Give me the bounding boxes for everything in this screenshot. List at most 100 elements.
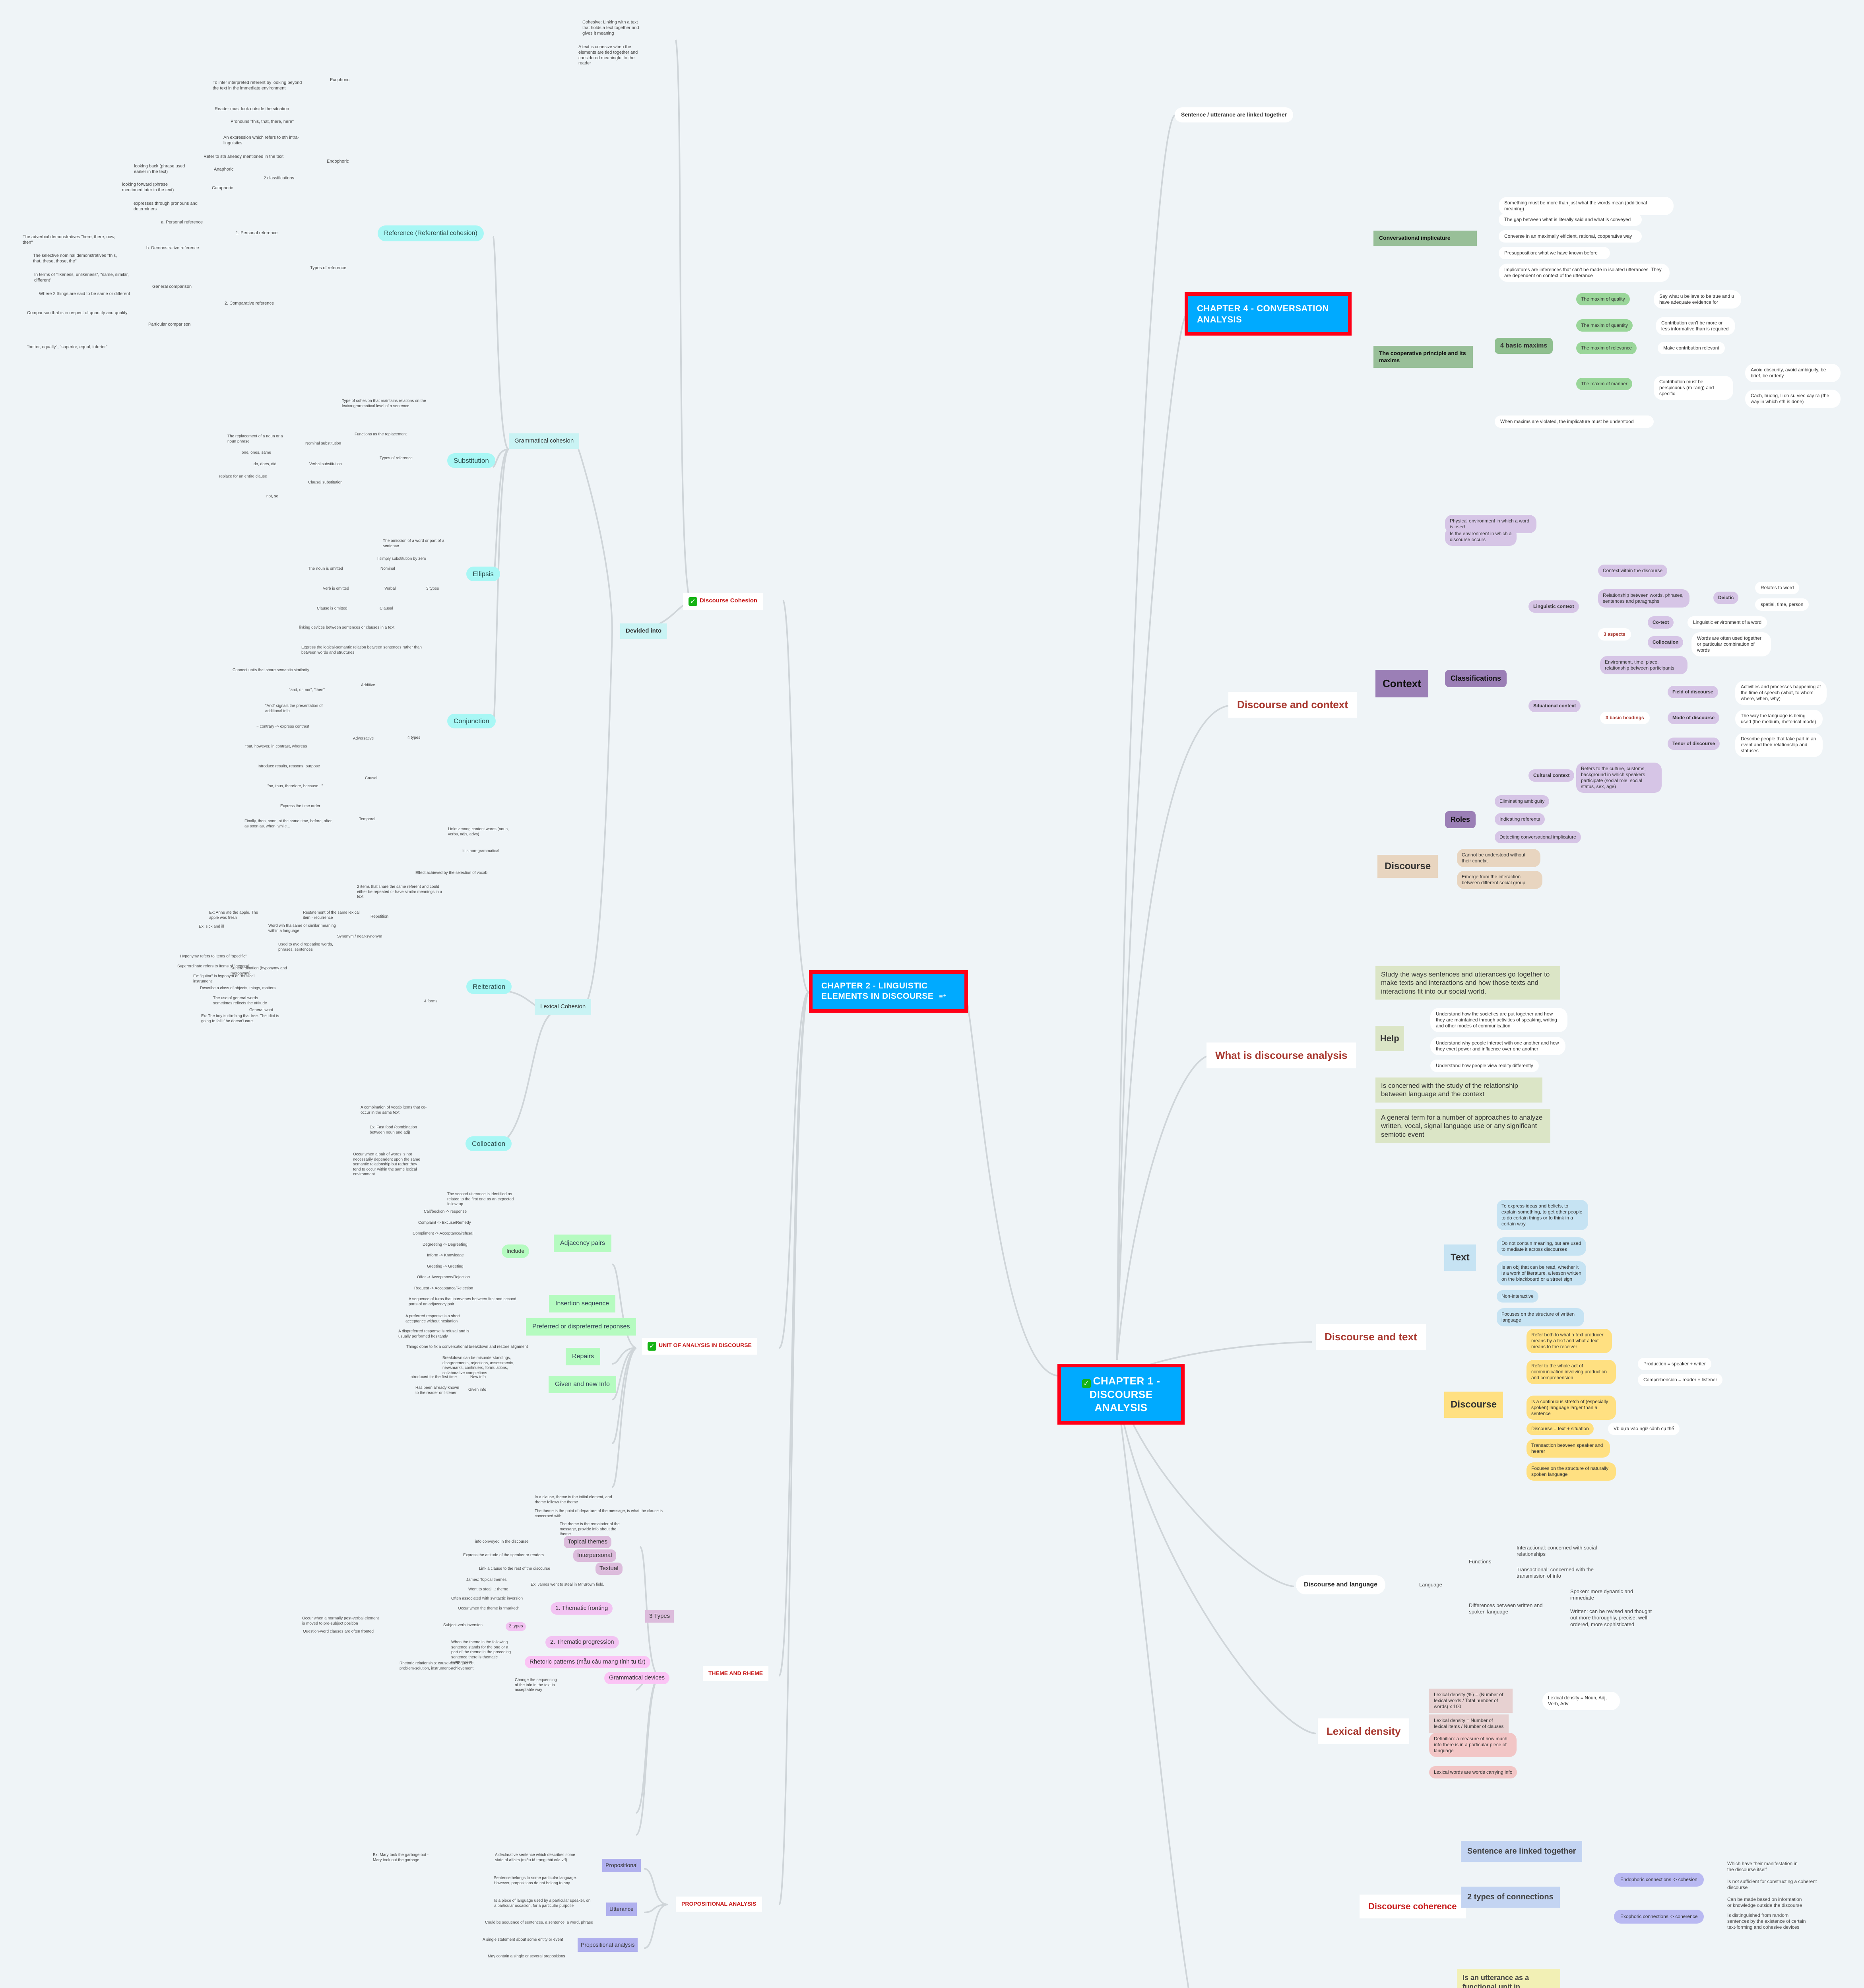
- difference-item[interactable]: Spoken: more dynamic and immediate: [1570, 1588, 1633, 1601]
- maxim-quality[interactable]: The maxim of quality: [1576, 293, 1630, 305]
- propositional-analysis-node[interactable]: Propositional analysis: [578, 1938, 638, 1952]
- deictic-item[interactable]: Relates to word: [1755, 582, 1800, 594]
- lexical-formula[interactable]: Lexical density (%) = (Number of lexical…: [1429, 1689, 1513, 1713]
- ellipsis-kind-desc[interactable]: The noun is omitted: [308, 567, 343, 571]
- language-section-title[interactable]: Discourse and language: [1296, 1575, 1385, 1594]
- discourse-text-node[interactable]: Discourse: [1444, 1392, 1503, 1418]
- additive[interactable]: Additive: [361, 683, 375, 687]
- rhetoric-desc[interactable]: Rhetoric relationship: cause-consequence…: [400, 1661, 475, 1671]
- maxims-node[interactable]: 4 basic maxims: [1495, 338, 1553, 354]
- utterance-item[interactable]: Could be sequence of sentences, a senten…: [485, 1920, 593, 1925]
- grammatical-devices[interactable]: Grammatical devices: [604, 1672, 670, 1684]
- top-note[interactable]: Sentence / utterance are linked together: [1175, 107, 1294, 122]
- cohesion-note[interactable]: A text is cohesive when the elements are…: [578, 45, 638, 66]
- causal[interactable]: Causal: [365, 776, 378, 780]
- adjacency-pair[interactable]: Complaint -> Excuse/Remedy: [418, 1221, 471, 1225]
- help-item[interactable]: Understand how the societies are put tog…: [1430, 1008, 1567, 1032]
- headings-label[interactable]: 3 basic headings: [1600, 712, 1650, 724]
- repetition[interactable]: Repetition: [370, 914, 389, 919]
- what-is-title[interactable]: What is discourse analysis: [1206, 1043, 1356, 1068]
- discourse-ctx-item[interactable]: Cannot be understood without their conet…: [1457, 849, 1540, 867]
- propositional-ex[interactable]: Ex: Mary took the garbage out - Mary too…: [373, 1853, 429, 1862]
- preferred-item[interactable]: A dispreferred response is refusal and i…: [398, 1329, 469, 1339]
- temporal[interactable]: Temporal: [359, 817, 376, 821]
- linguistic-item[interactable]: Relationship between words, phrases, sen…: [1598, 589, 1689, 608]
- given-new-info[interactable]: Given and new Info: [549, 1376, 616, 1393]
- theme-example-item[interactable]: Went to steal...: rheme: [468, 1587, 508, 1592]
- coherence-title[interactable]: Discourse coherence: [1360, 1895, 1466, 1918]
- interpersonal-desc[interactable]: Express the attitude of the speaker or r…: [463, 1553, 544, 1557]
- implicature-item[interactable]: Converse in an maximally efficient, rati…: [1499, 230, 1642, 243]
- exophoric-item[interactable]: Can be made based on information or know…: [1727, 1897, 1802, 1908]
- superordination[interactable]: Superordination (hyponymy and meronymy): [231, 966, 287, 976]
- propositional-node[interactable]: Propositional: [602, 1859, 641, 1872]
- personal-a[interactable]: a. Personal reference: [161, 220, 203, 225]
- exophoric-item[interactable]: Is distinguished from random sentences b…: [1727, 1912, 1806, 1930]
- maxims-violated[interactable]: When maxims are violated, the implicatur…: [1495, 415, 1654, 428]
- new-info-desc[interactable]: Introduced for the first time: [409, 1375, 457, 1379]
- language-node[interactable]: Language: [1419, 1582, 1442, 1588]
- anaphoric-desc[interactable]: looking back (phrase used earlier in the…: [134, 164, 185, 174]
- rhetoric-patterns[interactable]: Rhetoric patterns (mẫu câu mang tính tu …: [525, 1656, 650, 1668]
- theme-item[interactable]: The theme is the point of departure of t…: [535, 1509, 663, 1518]
- role-item[interactable]: Eliminating ambiguity: [1495, 795, 1550, 808]
- text-node[interactable]: Text: [1444, 1244, 1476, 1271]
- superordination-item[interactable]: Superordinate refers to items of "genera…: [177, 964, 250, 969]
- new-info[interactable]: New info: [470, 1375, 486, 1379]
- implicature-node[interactable]: Conversational implicature: [1373, 231, 1477, 246]
- adversative-item[interactable]: "but, however, in contrast, whereas: [245, 744, 307, 749]
- comprehension-note[interactable]: Comprehension = reader + listener: [1638, 1374, 1723, 1386]
- cohesion-title[interactable]: ✓Discourse Cohesion: [683, 593, 763, 610]
- exophoric-ref-item[interactable]: To infer interpreted referent by looking…: [213, 80, 302, 91]
- lexical-item[interactable]: It is non-grammatical: [462, 849, 499, 853]
- textual[interactable]: Textual: [595, 1563, 623, 1575]
- nominal-sub-item[interactable]: The replacement of a noun or a noun phra…: [227, 434, 283, 444]
- temporal-item[interactable]: Express the time order: [280, 804, 320, 808]
- deictic-node[interactable]: Deictic: [1713, 592, 1739, 604]
- verbal-sub-item[interactable]: do, does, did: [254, 462, 277, 466]
- adjacency-pair[interactable]: Compliment -> Acceptance/refusal: [413, 1231, 473, 1236]
- clausal-substitution[interactable]: Clausal substitution: [308, 480, 343, 485]
- implicature-item[interactable]: Something must be more than just what th…: [1499, 197, 1674, 215]
- production-note[interactable]: Production = speaker + writer: [1638, 1358, 1711, 1370]
- speech-def[interactable]: Is an utterance as a functional unit in …: [1457, 1969, 1560, 1988]
- substitution-node[interactable]: Substitution: [447, 453, 495, 468]
- exophoric-connections[interactable]: Exophoric connections -> coherence: [1614, 1910, 1704, 1924]
- function-item[interactable]: Transactional: concerned with the transm…: [1517, 1567, 1594, 1579]
- insertion-desc[interactable]: A sequence of turns that intervenes betw…: [409, 1297, 516, 1307]
- additive-item[interactable]: "and, or, nor", "then": [289, 688, 325, 692]
- collocation-ctx-node[interactable]: Collocation: [1648, 636, 1684, 648]
- personal-b[interactable]: b. Demonstrative reference: [146, 246, 199, 250]
- repairs-node[interactable]: Repairs: [566, 1348, 601, 1365]
- adjacency-pair[interactable]: Greeting -> Greeting: [427, 1264, 464, 1269]
- substitution-item[interactable]: Type of cohesion that maintains relation…: [342, 399, 426, 408]
- collocation-item[interactable]: Ex: Fast food (combination between noun …: [370, 1125, 417, 1135]
- substitution-item[interactable]: Functions as the replacement: [355, 432, 407, 437]
- exophoric-ref-item[interactable]: Reader must look outside the situation: [215, 107, 289, 111]
- lexical-item[interactable]: Effect achieved by the selection of voca…: [415, 871, 488, 875]
- subject-verb-inversion[interactable]: Subject-verb inversion: [443, 1623, 483, 1627]
- ellipsis-item[interactable]: I simply substitution by zero: [377, 557, 426, 561]
- conjunction-item[interactable]: Express the logical-semantic relation be…: [301, 645, 422, 655]
- function-item[interactable]: Interactional: concerned with social rel…: [1517, 1545, 1597, 1557]
- cotext-node[interactable]: Co-text: [1648, 616, 1674, 629]
- four-forms[interactable]: 4 forms: [424, 999, 438, 1004]
- anaphoric[interactable]: Anaphoric: [214, 167, 234, 172]
- given-info-desc[interactable]: Has been already known to the reader or …: [415, 1386, 460, 1395]
- maxim-manner-desc[interactable]: Contribution must be perspicuous (ro ran…: [1654, 376, 1733, 400]
- text-item[interactable]: To express ideas and beliefs, to explain…: [1497, 1200, 1588, 1230]
- adjacency-pair[interactable]: Inform -> Knowledge: [427, 1253, 464, 1258]
- two-types[interactable]: 2 types: [506, 1622, 526, 1631]
- collocation-node[interactable]: Collocation: [466, 1136, 512, 1151]
- what-is-def[interactable]: A general term for a number of approache…: [1375, 1109, 1550, 1143]
- synonym-item[interactable]: Word wih tha same or similar meaning wit…: [268, 924, 336, 933]
- discourse-text-item[interactable]: Focuses on the structure of naturally sp…: [1527, 1462, 1616, 1481]
- maxim-relevance-desc[interactable]: Make contribution relevant: [1658, 342, 1725, 354]
- roles-node[interactable]: Roles: [1445, 811, 1476, 828]
- cultural-context[interactable]: Cultural context: [1528, 769, 1575, 782]
- discourse-ctx-item[interactable]: Emerge from the interaction between diff…: [1457, 871, 1542, 889]
- maxim-quality-desc[interactable]: Say what u believe to be true and u have…: [1654, 290, 1741, 309]
- propositional-title[interactable]: PROPOSITIONAL ANALYSIS: [676, 1897, 762, 1912]
- preferred-responses[interactable]: Preferred or dispreferred reponses: [526, 1318, 636, 1336]
